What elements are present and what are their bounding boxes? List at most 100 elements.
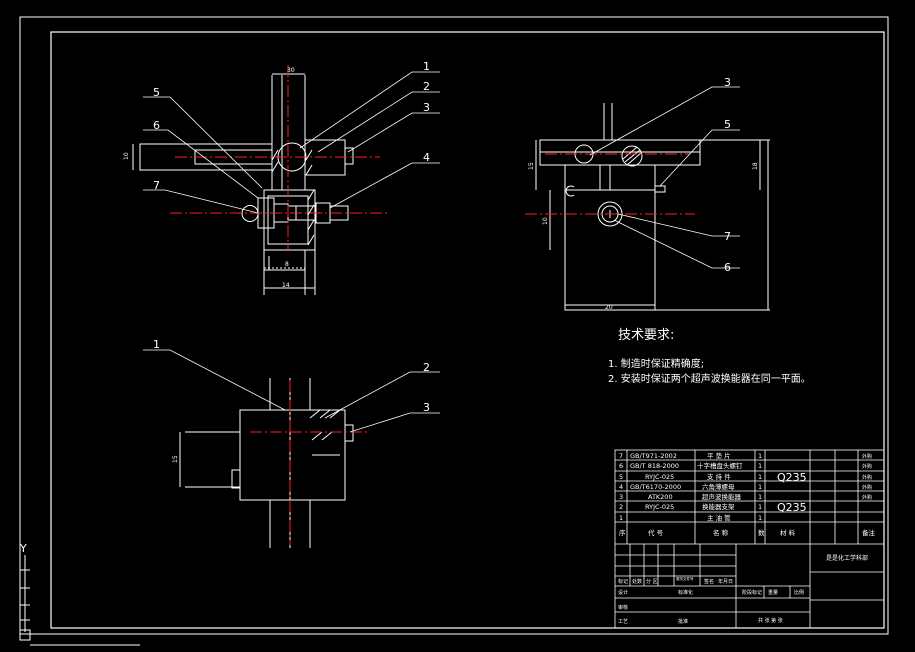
view-1-labels: 1 2 3 4 5 6 7 xyxy=(153,60,430,192)
bom-note: 外购 xyxy=(862,453,872,460)
callout-7: 7 xyxy=(724,230,731,243)
dim-18: 18 xyxy=(752,162,759,170)
view-3-labels: 1 2 3 xyxy=(153,338,430,414)
signer-sign: 签名 xyxy=(704,578,714,585)
bom-material: Q235 xyxy=(777,471,807,484)
callout-3: 3 xyxy=(423,401,430,414)
bom-header-qty: 数 xyxy=(758,528,765,537)
bom-no: 1 xyxy=(619,514,623,522)
callout-5: 5 xyxy=(724,118,731,131)
bom-name: 平 垫 片 xyxy=(707,451,731,460)
dim-14: 14 xyxy=(282,282,290,289)
bom-code: ATK200 xyxy=(648,493,673,501)
bom-name: 六角薄螺母 xyxy=(702,482,735,491)
bom-no: 7 xyxy=(619,452,623,460)
outer-frame xyxy=(19,16,889,635)
dim-15: 15 xyxy=(172,455,179,463)
ucs-axis-icon xyxy=(19,555,140,646)
dim-15: 15 xyxy=(528,162,535,170)
callout-3: 3 xyxy=(423,101,430,114)
label-process: 工艺 xyxy=(618,619,628,625)
dim-8: 8 xyxy=(285,261,289,268)
bom-no: 5 xyxy=(619,473,623,481)
bom-qty: 1 xyxy=(758,452,762,460)
callout-2: 2 xyxy=(423,361,430,374)
bom-no: 2 xyxy=(619,503,623,511)
view-2-centerlines xyxy=(525,153,695,215)
dim-20: 20 xyxy=(605,304,613,311)
callout-1: 1 xyxy=(153,338,160,351)
bom-no: 4 xyxy=(619,483,623,491)
label-sheet: 共 张 第 张 xyxy=(758,617,783,624)
bom-note: 外购 xyxy=(862,463,872,470)
inner-frame xyxy=(50,31,885,629)
bom-name: 超声波换能器 xyxy=(702,492,742,501)
bom-note: 外购 xyxy=(862,494,872,501)
bom-code: GB/T6170-2000 xyxy=(630,483,681,491)
view-1-dim-text: 30 10 8 14 xyxy=(123,67,295,289)
signer-mark: 标记 xyxy=(618,578,628,585)
bom-header-name: 名 称 xyxy=(713,528,729,537)
view-1-centerlines xyxy=(170,65,388,250)
dim-30: 30 xyxy=(287,67,295,74)
drawing-title: 是是化工学科部 xyxy=(826,554,868,562)
callout-3: 3 xyxy=(724,76,731,89)
callout-2: 2 xyxy=(423,80,430,93)
callout-7: 7 xyxy=(153,179,160,192)
bom-name: 支 持 件 xyxy=(707,472,731,481)
bom-qty: 1 xyxy=(758,514,762,522)
label-approve: 批准 xyxy=(678,618,688,625)
tech-item-1: 1. 制造时保证精确度; xyxy=(608,357,704,370)
bom-grid xyxy=(614,449,885,629)
bom-note: 外购 xyxy=(862,484,872,491)
view-1-leaders xyxy=(143,71,440,214)
bom-name: 换能器支架 xyxy=(702,502,735,511)
tech-title: 技术要求: xyxy=(618,328,674,343)
signer-count: 处数 xyxy=(632,578,642,585)
signer-zone: 分 区 xyxy=(646,578,658,585)
title-block: 是是化工学科部 标记 处数 分 区 更改文件号 签名 年月日 设计 标准化 审核… xyxy=(618,554,868,625)
bom-name: 十字槽盘头螺钉 xyxy=(697,461,743,470)
callout-6: 6 xyxy=(153,119,160,132)
bom-header-no: 序 xyxy=(619,528,626,537)
bom-rows: 7 GB/T971-2002 平 垫 片 1 外购 6 GB/T 818-200… xyxy=(619,451,876,537)
view-2 xyxy=(535,103,770,311)
dim-10: 10 xyxy=(123,152,130,160)
label-check: 审核 xyxy=(618,604,628,611)
bom-no: 6 xyxy=(619,462,623,470)
view-2-dim-text: 15 10 18 20 xyxy=(528,162,759,311)
bom-material: Q235 xyxy=(777,501,807,514)
bom-qty: 1 xyxy=(758,493,762,501)
view-3-leaders xyxy=(143,349,440,433)
bom-header-code: 代 号 xyxy=(648,528,664,537)
label-std: 标准化 xyxy=(678,589,693,596)
bom-code: GB/T 818-2000 xyxy=(630,462,679,470)
signer-date: 年月日 xyxy=(718,578,733,585)
bom-code: RYJC-025 xyxy=(645,503,674,511)
bom-note: 外购 xyxy=(862,474,872,481)
bom-code: RYJC-025 xyxy=(645,473,674,481)
bom-qty: 1 xyxy=(758,483,762,491)
bom-qty: 1 xyxy=(758,503,762,511)
dim-10: 10 xyxy=(542,217,549,225)
view-2-labels: 3 5 7 6 xyxy=(724,76,731,274)
label-weight: 重量 xyxy=(768,589,778,596)
label-design: 设计 xyxy=(618,589,628,596)
bom-no: 3 xyxy=(619,493,623,501)
signer-doc: 更改文件号 xyxy=(676,576,694,581)
tech-item-2: 2. 安装时保证两个超声波换能器在同一平面。 xyxy=(608,372,811,385)
view-3 xyxy=(179,378,354,548)
view-1 xyxy=(132,73,354,295)
label-stage: 阶段标记 xyxy=(742,589,762,596)
view-2-leaders xyxy=(589,86,740,269)
callout-1: 1 xyxy=(423,60,430,73)
bom-code: GB/T971-2002 xyxy=(630,452,677,460)
bom-qty: 1 xyxy=(758,473,762,481)
label-scale: 比例 xyxy=(794,589,804,596)
callout-4: 4 xyxy=(423,151,430,164)
tech-requirements: 技术要求: 1. 制造时保证精确度; 2. 安装时保证两个超声波换能器在同一平面… xyxy=(608,328,811,385)
bom-header-material: 材 料 xyxy=(780,528,796,537)
bom-name: 主 油 管 xyxy=(707,513,731,522)
callout-6: 6 xyxy=(724,261,731,274)
